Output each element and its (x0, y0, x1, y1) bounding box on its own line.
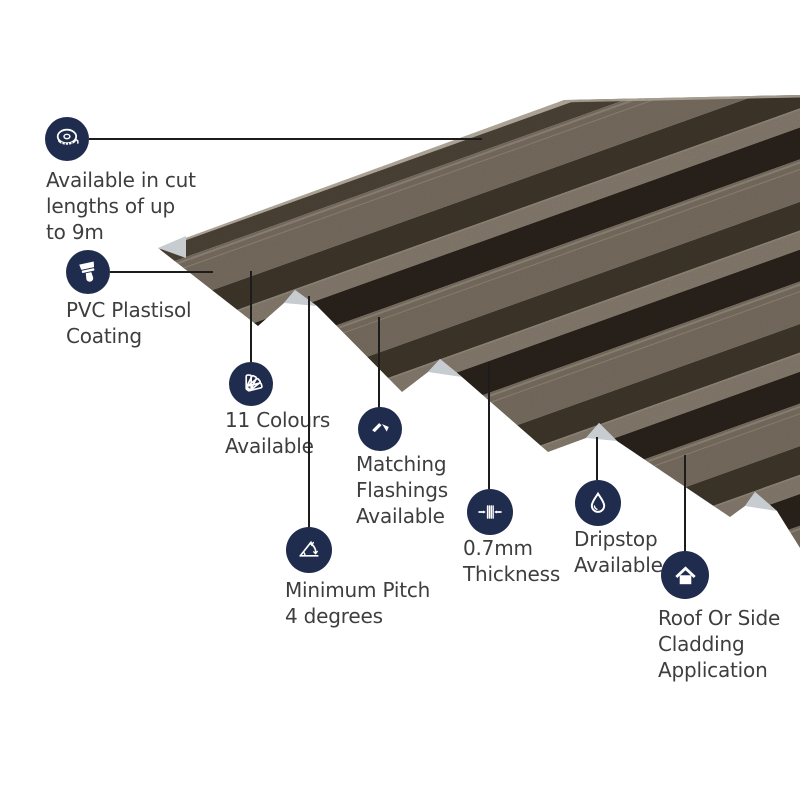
paint-brush-icon (66, 250, 110, 294)
callout-label: Minimum Pitch 4 degrees (285, 578, 431, 628)
tape-measure-icon (45, 117, 89, 161)
flashing-sheet-icon (358, 407, 402, 451)
callout-label: Available in cut lengths of up to 9m (46, 168, 196, 244)
callout-label: PVC Plastisol Coating (66, 298, 192, 348)
callout-label: 0.7mm Thickness (463, 536, 561, 586)
connector-line (89, 138, 482, 140)
house-icon (661, 551, 709, 599)
thickness-arrows-icon (467, 489, 513, 535)
callout-label: Matching Flashings Available (356, 452, 448, 528)
connector-line (378, 317, 380, 408)
pitch-angle-icon (286, 527, 332, 573)
connector-line (684, 455, 686, 553)
connector-line (250, 271, 252, 362)
callout-label: 11 Colours Available (225, 408, 331, 458)
connector-line (110, 271, 213, 273)
callout-label: Dripstop Available (574, 527, 663, 577)
connector-line (596, 437, 598, 480)
droplet-icon (575, 480, 621, 526)
colour-fan-icon (229, 362, 273, 406)
connector-line (488, 362, 490, 489)
connector-line (308, 296, 310, 527)
callout-label: Roof Or Side Cladding Application (658, 606, 781, 682)
